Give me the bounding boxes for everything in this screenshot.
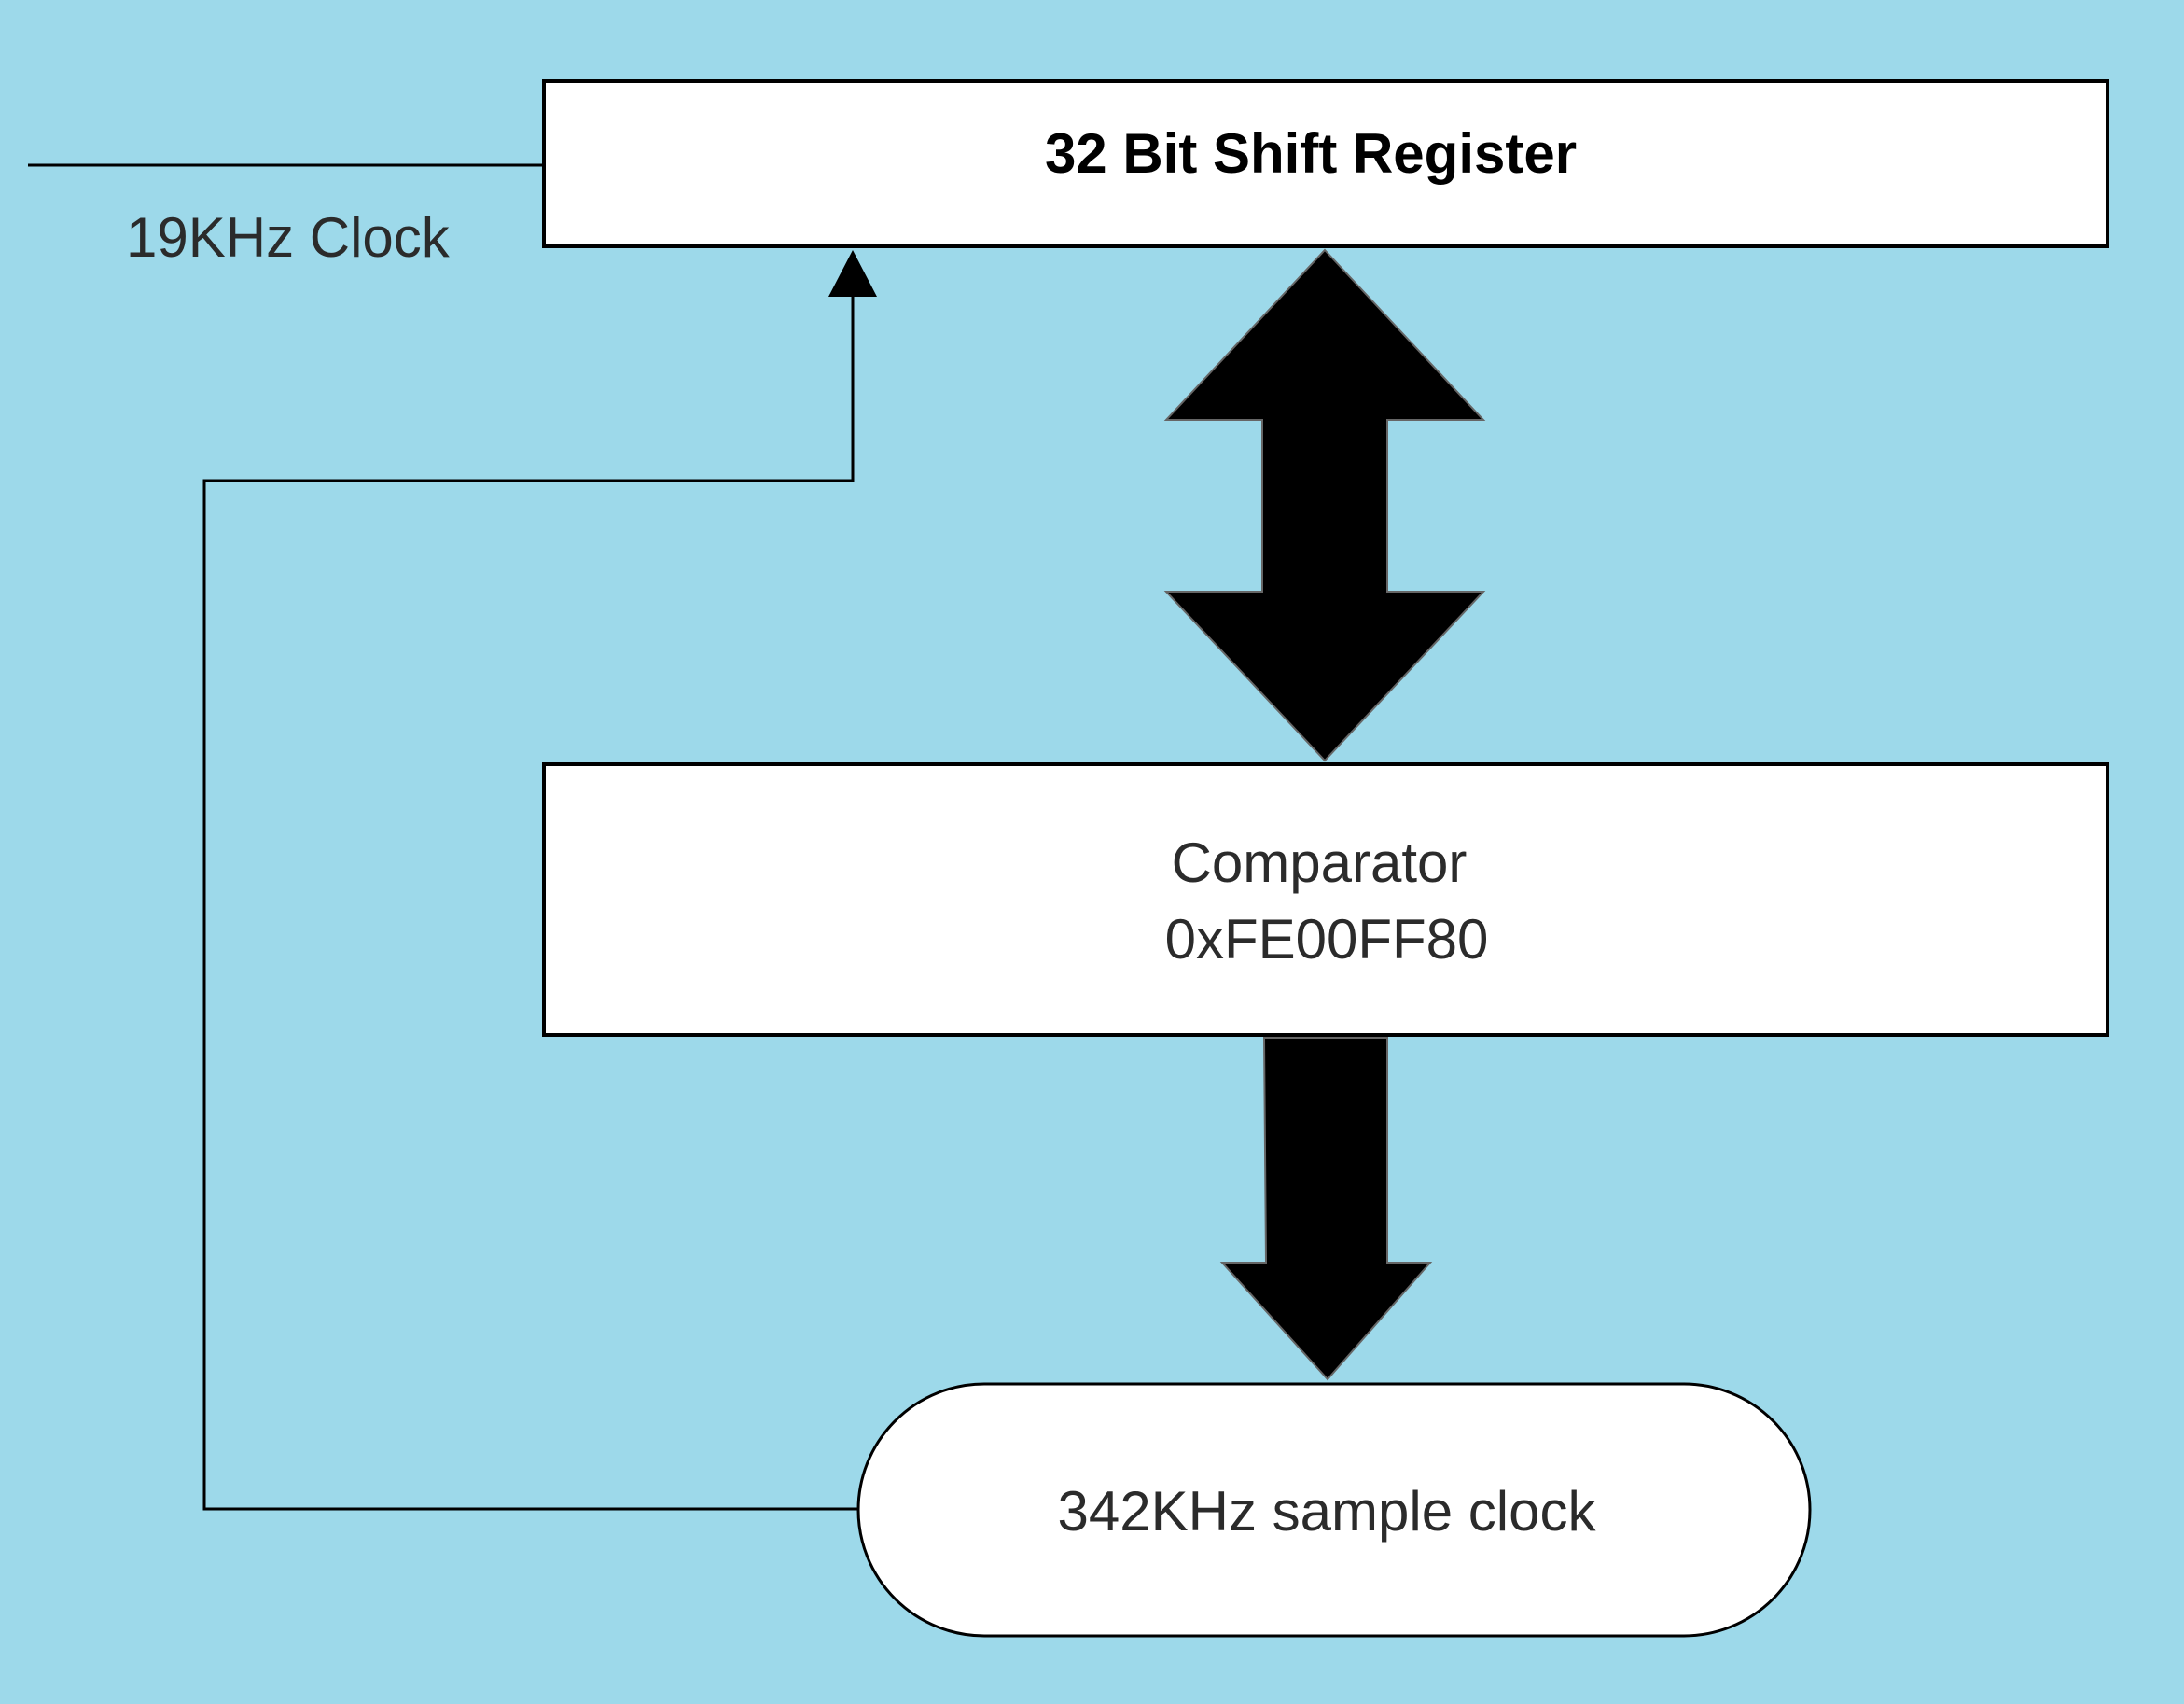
- sample-clock-label: 342KHz sample clock: [1058, 1480, 1597, 1543]
- comparator-value: 0xFE00FF80: [1165, 908, 1489, 971]
- down-arrow: [1219, 1037, 1433, 1381]
- feedback-line: [202, 289, 858, 1511]
- feedback-arrowhead: [828, 250, 877, 297]
- shift-register-box: [542, 79, 2109, 248]
- bidirectional-arrow: [1163, 248, 1486, 762]
- comparator-box: [542, 762, 2109, 1037]
- clock-input-label: 19KHz Clock: [126, 206, 451, 269]
- shift-register-label: 32 Bit Shift Register: [1045, 122, 1577, 185]
- comparator-label: Comparator: [1172, 831, 1468, 894]
